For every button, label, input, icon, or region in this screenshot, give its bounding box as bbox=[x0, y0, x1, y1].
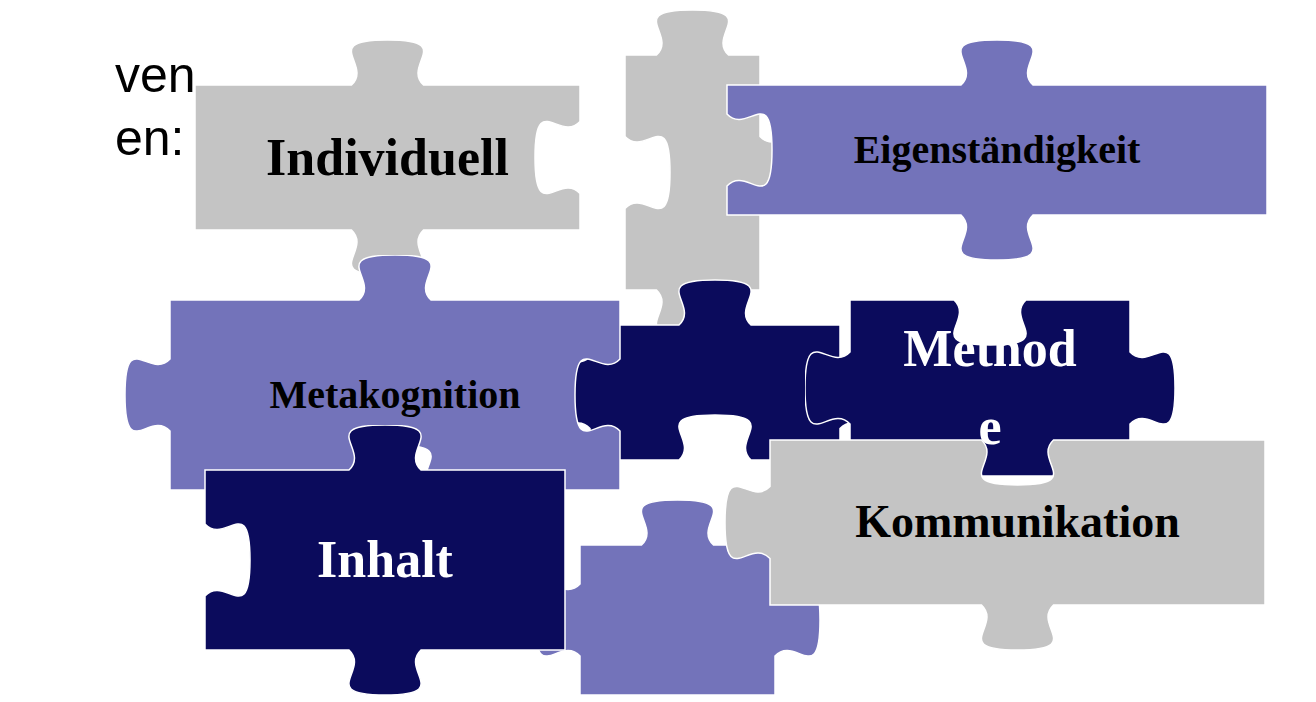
puzzle-piece: Individuell bbox=[150, 40, 625, 275]
puzzle-piece: Eigenständigkeit bbox=[682, 40, 1312, 260]
piece-label: Metakognition bbox=[269, 372, 520, 418]
puzzle-piece: Kommunikation bbox=[725, 395, 1310, 650]
slide-text-fragment: ven bbox=[115, 50, 196, 100]
piece-shape bbox=[725, 440, 1265, 650]
piece-shape bbox=[195, 40, 580, 275]
piece-label: Individuell bbox=[266, 128, 509, 188]
piece-label: Inhalt bbox=[317, 530, 453, 590]
piece-shape bbox=[205, 425, 565, 695]
slide-text-fragment: en: bbox=[115, 113, 185, 163]
piece-label: Eigenständigkeit bbox=[854, 127, 1141, 173]
puzzle-piece: Inhalt bbox=[160, 425, 610, 695]
piece-label: Kommunikation bbox=[855, 496, 1180, 549]
piece-label: Method e bbox=[891, 310, 1089, 466]
piece-shape bbox=[727, 40, 1267, 260]
